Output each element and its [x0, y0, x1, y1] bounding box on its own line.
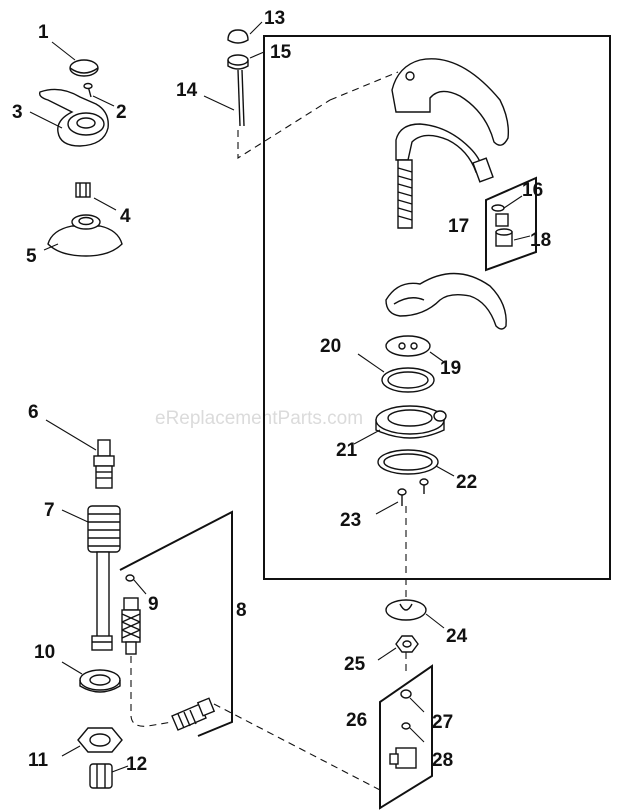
part-27-o-ring[interactable] [400, 689, 412, 699]
part-15-nut[interactable] [227, 54, 249, 70]
hose-connector[interactable] [121, 597, 141, 655]
part-22-gasket[interactable] [377, 449, 439, 475]
part-14-lift-rod[interactable] [237, 69, 245, 127]
part-13-knob[interactable] [227, 29, 249, 44]
part-23-screws[interactable] [397, 478, 429, 506]
callout-24: 24 [446, 626, 468, 647]
callout-3: 3 [12, 102, 23, 123]
callout-16: 16 [522, 180, 543, 201]
callout-27: 27 [432, 712, 453, 733]
callout-23: 23 [340, 510, 361, 531]
callout-20: 20 [320, 336, 341, 357]
part-5-escutcheon[interactable] [47, 214, 123, 257]
callout-25: 25 [344, 654, 366, 675]
callout-1: 1 [38, 22, 49, 43]
part-10-washer[interactable] [79, 669, 121, 693]
aerator-bracket [485, 176, 537, 272]
part-9-o-ring[interactable] [125, 574, 135, 582]
part-24-mounting-plate[interactable] [385, 599, 427, 621]
part-21-mounting-base[interactable] [375, 405, 447, 439]
part-1-button-cap[interactable] [69, 59, 99, 77]
callout-28: 28 [432, 750, 453, 771]
callout-12: 12 [126, 754, 147, 775]
part-26-diverter-bracket [379, 664, 433, 810]
callout-8: 8 [236, 600, 247, 621]
callout-13: 13 [264, 8, 285, 29]
spout-assembly-frame [263, 35, 611, 580]
callout-22: 22 [456, 472, 477, 493]
part-19-retainer-plate[interactable] [385, 335, 431, 357]
callout-15: 15 [270, 42, 292, 63]
part-12-coupling-nut[interactable] [89, 763, 113, 789]
braided-hose-end[interactable] [171, 697, 216, 731]
callout-4: 4 [120, 206, 131, 227]
callout-18: 18 [530, 230, 551, 251]
part-8-hose-kit-bracket [119, 510, 233, 737]
callout-21: 21 [336, 440, 358, 461]
spout-base-cover[interactable] [385, 272, 507, 330]
callout-26: 26 [346, 710, 367, 731]
watermark-text: eReplacementParts.com [155, 408, 363, 429]
part-3-lever-handle[interactable] [38, 88, 109, 147]
callout-19: 19 [440, 358, 461, 379]
spout-tube-hose[interactable] [395, 123, 494, 229]
part-7-valve-body[interactable] [87, 505, 121, 651]
part-25-nut[interactable] [395, 635, 419, 653]
part-16-washer[interactable] [491, 204, 505, 212]
callout-10: 10 [34, 642, 55, 663]
part-11-locknut[interactable] [77, 727, 123, 753]
callout-7: 7 [44, 500, 55, 521]
part-28-diverter-valve[interactable] [389, 722, 417, 769]
part-18-aerator[interactable] [495, 228, 513, 247]
part-2-screw[interactable] [83, 82, 93, 98]
callout-17: 17 [448, 216, 469, 237]
callout-2: 2 [116, 102, 127, 123]
part-17-screen[interactable] [495, 213, 509, 227]
spout-body[interactable] [391, 58, 510, 146]
callout-6: 6 [28, 402, 39, 423]
part-20-o-ring[interactable] [381, 367, 435, 393]
part-4-adapter[interactable] [75, 182, 91, 198]
callout-9: 9 [148, 594, 159, 615]
callout-5: 5 [26, 246, 37, 267]
callout-11: 11 [28, 750, 49, 771]
callout-14: 14 [176, 80, 198, 101]
part-6-cartridge[interactable] [93, 439, 115, 489]
